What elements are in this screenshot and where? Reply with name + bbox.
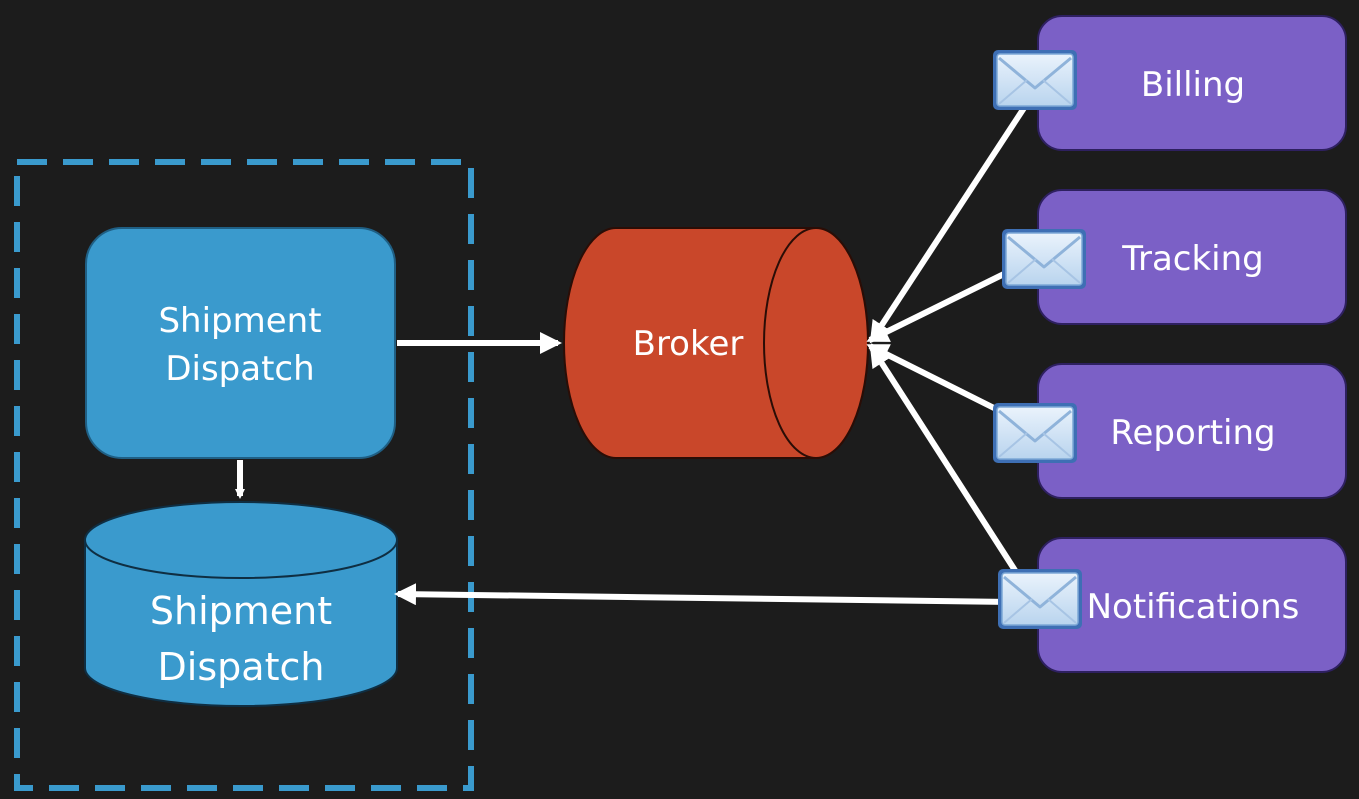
subscriber-reporting-label: Reporting (1110, 413, 1275, 453)
arrow-notifications-to-database (394, 583, 1013, 606)
subscriber-billing-label: Billing (1141, 65, 1245, 105)
service-label-line1: Shipment (158, 301, 321, 341)
subscriber-billing[interactable]: Billing (1037, 15, 1347, 151)
shipment-dispatch-database[interactable]: Shipment Dispatch (84, 501, 398, 707)
envelope-icon (996, 567, 1084, 631)
shipment-dispatch-service[interactable]: Shipment Dispatch (85, 227, 396, 459)
envelope-icon (1000, 227, 1088, 291)
broker-label: Broker (633, 324, 744, 364)
subscriber-tracking[interactable]: Tracking (1037, 189, 1347, 325)
subscriber-tracking-label: Tracking (1121, 239, 1264, 279)
subscriber-reporting[interactable]: Reporting (1037, 363, 1347, 499)
arrow-notifications-to-broker (869, 344, 1021, 577)
service-label-line2: Dispatch (165, 349, 314, 389)
service-boundary (14, 159, 474, 791)
arrow-reporting-to-broker (866, 343, 1000, 413)
envelope-icon (991, 401, 1079, 465)
arrow-tracking-to-broker (866, 269, 1010, 343)
subscriber-notifications-label: Notifications (1087, 587, 1300, 627)
broker-cylinder[interactable]: Broker (563, 227, 869, 459)
database-label-line2: Dispatch (158, 645, 325, 689)
database-label-line1: Shipment (150, 589, 332, 633)
envelope-icon (991, 48, 1079, 112)
arrow-billing-to-broker (869, 106, 1027, 344)
